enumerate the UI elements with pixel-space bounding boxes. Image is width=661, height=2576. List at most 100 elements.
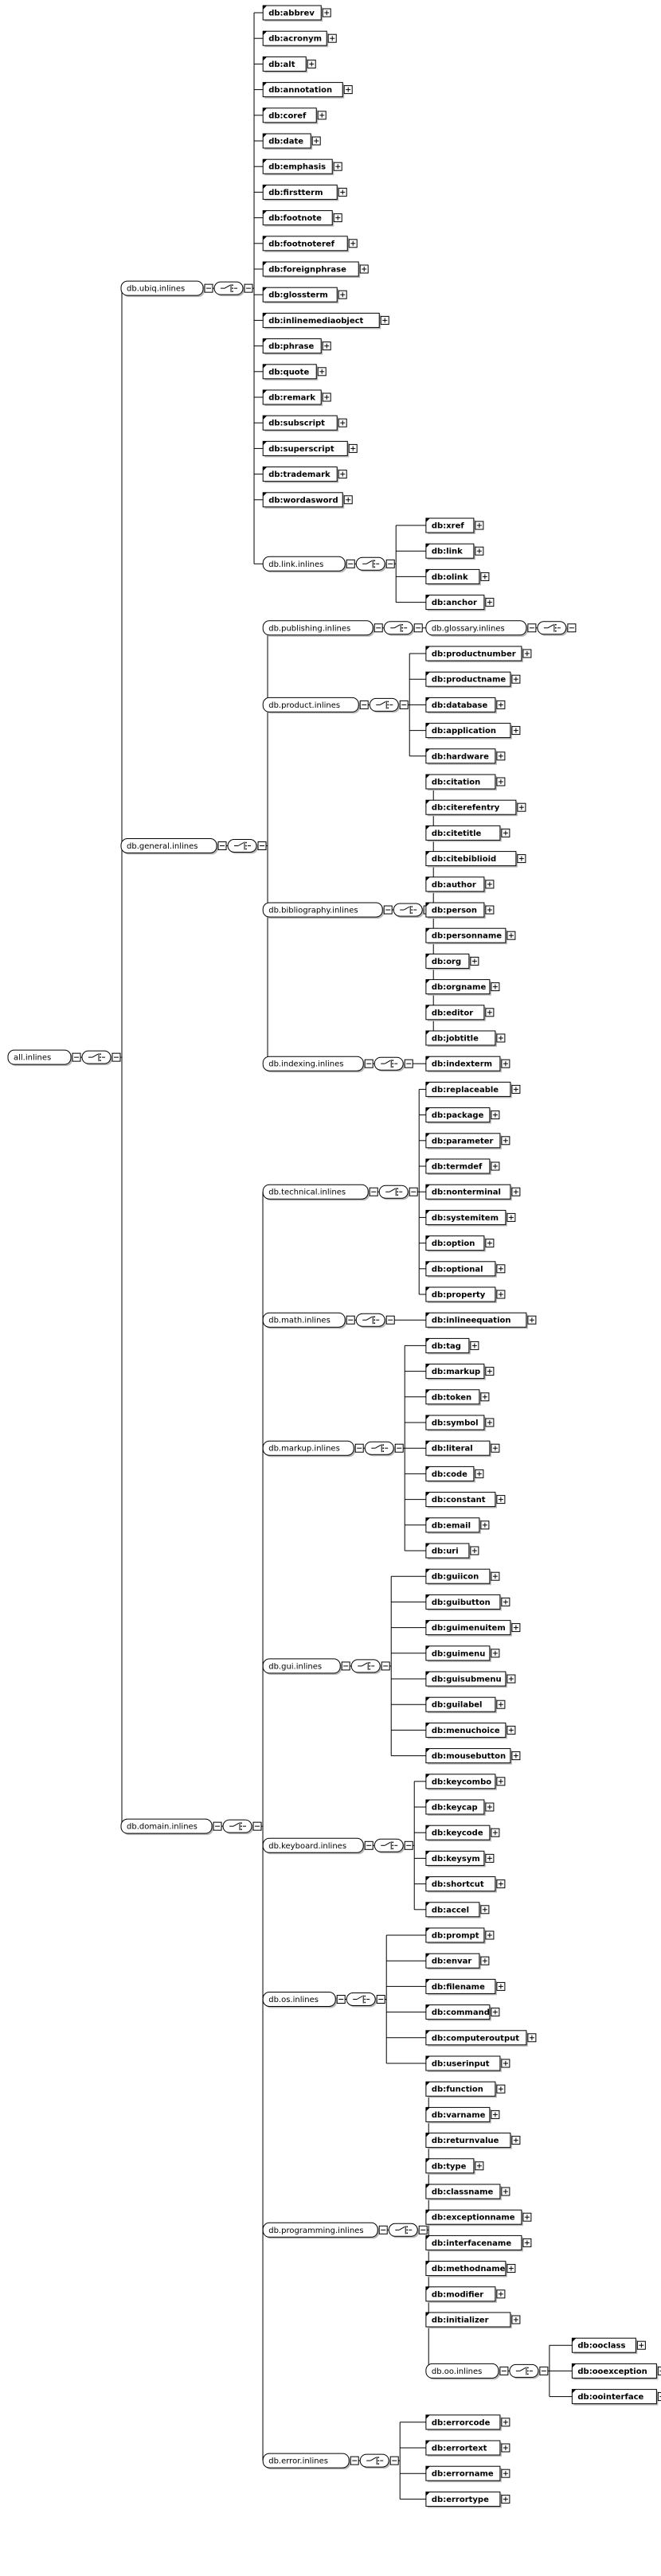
element-db-mousebutton[interactable]: db:mousebutton [425, 1748, 521, 1765]
element-db-interfacename[interactable]: db:interfacename [425, 2234, 532, 2252]
element-db-inlinemediaobject[interactable]: db:inlinemediaobject [262, 312, 389, 330]
choice-compositor[interactable] [359, 2453, 399, 2469]
element-db-productnumber[interactable]: db:productnumber [425, 646, 532, 662]
element-db-termdef[interactable]: db:termdef [425, 1158, 500, 1175]
element-db-markup[interactable]: db:markup [425, 1364, 495, 1380]
element-db-alt[interactable]: db:alt [262, 56, 316, 73]
element-db-computeroutput[interactable]: db:computeroutput [425, 2030, 537, 2047]
group-db-ubiq-inlines[interactable]: db.ubiq.inlines [120, 12, 264, 564]
element-db-classname[interactable]: db:classname [425, 2184, 510, 2200]
choice-compositor[interactable] [227, 839, 267, 854]
element-db-systemitem[interactable]: db:systemitem [425, 1209, 516, 1227]
group-db-error-inlines[interactable]: db.error.inlines [262, 2422, 426, 2500]
group-db-bibliography-inlines[interactable]: db.bibliography.inlines [262, 781, 434, 1039]
element-db-modifier[interactable]: db:modifier [425, 2286, 506, 2303]
element-db-coref[interactable]: db:coref [262, 107, 327, 124]
element-db-link[interactable]: db:link [425, 543, 484, 560]
element-db-footnote[interactable]: db:footnote [262, 210, 342, 227]
element-db-keysym[interactable]: db:keysym [425, 1850, 495, 1868]
element-db-token[interactable]: db:token [425, 1389, 490, 1406]
group-db-indexing-inlines[interactable]: db.indexing.inlines [262, 1056, 426, 1073]
element-db-filename[interactable]: db:filename [425, 1978, 506, 1996]
choice-compositor[interactable] [355, 556, 395, 572]
choice-compositor[interactable] [222, 1819, 262, 1835]
element-db-parameter[interactable]: db:parameter [425, 1133, 510, 1149]
group-db-markup-inlines[interactable]: db.markup.inlines [262, 1345, 426, 1551]
group-db-os-inlines[interactable]: db.os.inlines [262, 1934, 426, 2064]
element-db-oointerface[interactable]: db:oointerface [571, 2389, 661, 2406]
element-db-ooclass[interactable]: db:ooclass [571, 2337, 646, 2355]
element-db-wordasword[interactable]: db:wordasword [262, 492, 353, 509]
element-db-code[interactable]: db:code [425, 1466, 484, 1483]
choice-compositor[interactable] [213, 281, 253, 297]
element-db-emphasis[interactable]: db:emphasis [262, 158, 342, 176]
element-db-replaceable[interactable]: db:replaceable [425, 1081, 521, 1099]
element-db-editor[interactable]: db:editor [425, 1005, 495, 1021]
element-db-property[interactable]: db:property [425, 1286, 506, 1303]
element-db-methodname[interactable]: db:methodname [425, 2261, 516, 2277]
element-db-prompt[interactable]: db:prompt [425, 1927, 495, 1944]
group-db-oo-inlines[interactable]: db.oo.inlines [425, 2344, 573, 2398]
element-db-guilabel[interactable]: db:guilabel [425, 1696, 506, 1714]
choice-compositor[interactable] [364, 1441, 404, 1457]
element-db-subscript[interactable]: db:subscript [262, 415, 347, 432]
choice-compositor[interactable] [537, 621, 577, 636]
group-db-domain-inlines[interactable]: db.domain.inlines [120, 1191, 264, 2461]
group-db-gui-inlines[interactable]: db.gui.inlines [262, 1575, 426, 1757]
element-db-guiicon[interactable]: db:guiicon [425, 1568, 500, 1586]
group-db-technical-inlines[interactable]: db.technical.inlines [262, 1088, 426, 1295]
element-db-quote[interactable]: db:quote [262, 364, 327, 381]
element-db-olink[interactable]: db:olink [425, 568, 490, 586]
element-db-keycap[interactable]: db:keycap [425, 1799, 495, 1816]
choice-compositor[interactable] [369, 697, 409, 713]
element-db-author[interactable]: db:author [425, 876, 495, 893]
element-db-xref[interactable]: db:xref [425, 517, 484, 534]
element-db-menuchoice[interactable]: db:menuchoice [425, 1722, 516, 1739]
element-db-command[interactable]: db:command [425, 2004, 500, 2021]
element-db-org[interactable]: db:org [425, 953, 479, 970]
element-db-shortcut[interactable]: db:shortcut [425, 1876, 506, 1893]
element-db-database[interactable]: db:database [425, 697, 506, 714]
element-db-inlineequation[interactable]: db:inlineequation [425, 1312, 537, 1329]
choice-compositor[interactable] [81, 1050, 121, 1066]
element-db-constant[interactable]: db:constant [425, 1492, 506, 1509]
choice-compositor[interactable] [388, 2223, 428, 2238]
choice-compositor[interactable] [378, 1185, 418, 1200]
element-db-phrase[interactable]: db:phrase [262, 338, 331, 355]
element-db-function[interactable]: db:function [425, 2081, 506, 2098]
choice-compositor[interactable] [374, 1838, 413, 1854]
element-db-returnvalue[interactable]: db:returnvalue [425, 2133, 521, 2149]
group-all-inlines[interactable]: all.inlines [7, 287, 123, 1827]
group-db-general-inlines[interactable]: db.general.inlines [120, 627, 268, 1064]
element-db-citebiblioid[interactable]: db:citebiblioid [425, 851, 526, 868]
element-db-guimenu[interactable]: db:guimenu [425, 1645, 500, 1662]
element-db-accel[interactable]: db:accel [425, 1902, 490, 1918]
element-db-nonterminal[interactable]: db:nonterminal [425, 1184, 521, 1201]
element-db-exceptionname[interactable]: db:exceptionname [425, 2209, 532, 2227]
element-db-abbrev[interactable]: db:abbrev [262, 5, 331, 21]
choice-compositor[interactable] [383, 621, 423, 636]
element-db-glossterm[interactable]: db:glossterm [262, 287, 347, 304]
element-db-errortype[interactable]: db:errortype [425, 2491, 510, 2508]
element-db-email[interactable]: db:email [425, 1517, 490, 1534]
element-db-uri[interactable]: db:uri [425, 1543, 479, 1559]
choice-compositor[interactable] [509, 2363, 549, 2379]
element-db-superscript[interactable]: db:superscript [262, 440, 358, 458]
element-db-acronym[interactable]: db:acronym [262, 30, 337, 48]
element-db-person[interactable]: db:person [425, 902, 495, 919]
element-db-errorname[interactable]: db:errorname [425, 2465, 510, 2483]
element-db-initializer[interactable]: db:initializer [425, 2312, 521, 2328]
element-db-package[interactable]: db:package [425, 1107, 500, 1124]
choice-compositor[interactable] [346, 1992, 385, 2008]
element-db-keycombo[interactable]: db:keycombo [425, 1774, 506, 1790]
element-db-ooexception[interactable]: db:ooexception [571, 2363, 661, 2380]
element-db-literal[interactable]: db:literal [425, 1440, 500, 1458]
element-db-productname[interactable]: db:productname [425, 671, 521, 689]
element-db-option[interactable]: db:option [425, 1235, 495, 1252]
group-db-keyboard-inlines[interactable]: db.keyboard.inlines [262, 1781, 426, 1911]
group-db-math-inlines[interactable]: db.math.inlines [262, 1312, 426, 1329]
element-db-errortext[interactable]: db:errortext [425, 2440, 510, 2457]
element-db-symbol[interactable]: db:symbol [425, 1415, 495, 1431]
element-db-envar[interactable]: db:envar [425, 1953, 490, 1970]
group-db-glossary-inlines[interactable]: db.glossary.inlines [425, 620, 577, 637]
